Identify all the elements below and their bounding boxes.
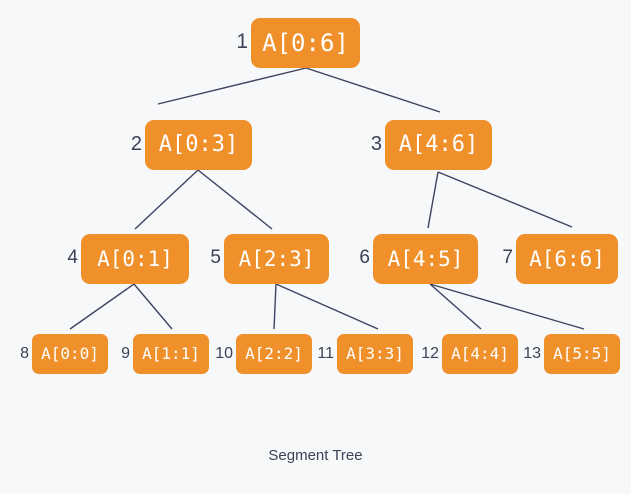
tree-node-13[interactable]: A[5:5] bbox=[544, 334, 620, 374]
node-index-13: 13 bbox=[523, 345, 541, 362]
tree-edge-5-10 bbox=[273, 283, 277, 330]
tree-node-10[interactable]: A[2:2] bbox=[236, 334, 312, 374]
tree-node-5[interactable]: A[2:3] bbox=[224, 234, 329, 284]
tree-node-6[interactable]: A[4:5] bbox=[373, 234, 478, 284]
tree-node-11[interactable]: A[3:3] bbox=[337, 334, 413, 374]
tree-edge-2-4 bbox=[134, 169, 199, 230]
tree-node-label-6: A[4:5] bbox=[387, 246, 464, 271]
tree-node-label-7: A[6:6] bbox=[529, 246, 605, 271]
tree-node-label-11: A[3:3] bbox=[346, 344, 404, 363]
tree-node-3[interactable]: A[4:6] bbox=[385, 120, 492, 170]
tree-node-label-8: A[0:0] bbox=[41, 344, 99, 363]
tree-edge-3-6 bbox=[427, 171, 439, 229]
node-index-9: 9 bbox=[121, 345, 130, 362]
node-index-3: 3 bbox=[370, 132, 382, 155]
tree-edge-4-9 bbox=[133, 283, 173, 330]
diagram-caption: Segment Tree bbox=[268, 447, 363, 464]
node-index-4: 4 bbox=[67, 247, 78, 268]
tree-node-7[interactable]: A[6:6] bbox=[516, 234, 618, 284]
tree-node-label-9: A[1:1] bbox=[142, 344, 200, 363]
tree-node-2[interactable]: A[0:3] bbox=[145, 120, 252, 170]
node-index-1: 1 bbox=[236, 30, 248, 53]
tree-node-label-5: A[2:3] bbox=[238, 246, 315, 271]
node-index-6: 6 bbox=[359, 247, 370, 268]
tree-node-label-2: A[0:3] bbox=[158, 132, 239, 157]
tree-edge-1-3 bbox=[305, 67, 441, 113]
tree-node-12[interactable]: A[4:4] bbox=[442, 334, 518, 374]
tree-node-4[interactable]: A[0:1] bbox=[81, 234, 189, 284]
tree-node-label-12: A[4:4] bbox=[451, 344, 509, 363]
tree-edge-5-11 bbox=[275, 283, 379, 330]
tree-node-9[interactable]: A[1:1] bbox=[133, 334, 209, 374]
tree-node-8[interactable]: A[0:0] bbox=[32, 334, 108, 374]
tree-edge-3-7 bbox=[437, 171, 573, 228]
node-index-10: 10 bbox=[215, 345, 233, 362]
tree-node-label-1: A[0:6] bbox=[262, 29, 349, 57]
node-index-8: 8 bbox=[20, 345, 29, 362]
tree-edge-1-2 bbox=[157, 67, 307, 105]
node-index-11: 11 bbox=[317, 345, 334, 362]
tree-node-1[interactable]: A[0:6] bbox=[251, 18, 360, 68]
tree-edge-6-13 bbox=[429, 283, 585, 330]
node-index-5: 5 bbox=[210, 247, 221, 268]
tree-node-label-10: A[2:2] bbox=[245, 344, 303, 363]
tree-node-label-13: A[5:5] bbox=[553, 344, 611, 363]
tree-node-label-4: A[0:1] bbox=[97, 246, 173, 271]
tree-node-label-3: A[4:6] bbox=[398, 132, 479, 157]
tree-edge-2-5 bbox=[197, 169, 273, 230]
tree-edge-6-12 bbox=[429, 283, 482, 330]
node-index-7: 7 bbox=[502, 247, 513, 268]
tree-edge-4-8 bbox=[69, 283, 135, 330]
node-index-2: 2 bbox=[130, 132, 142, 155]
node-index-12: 12 bbox=[421, 345, 439, 362]
